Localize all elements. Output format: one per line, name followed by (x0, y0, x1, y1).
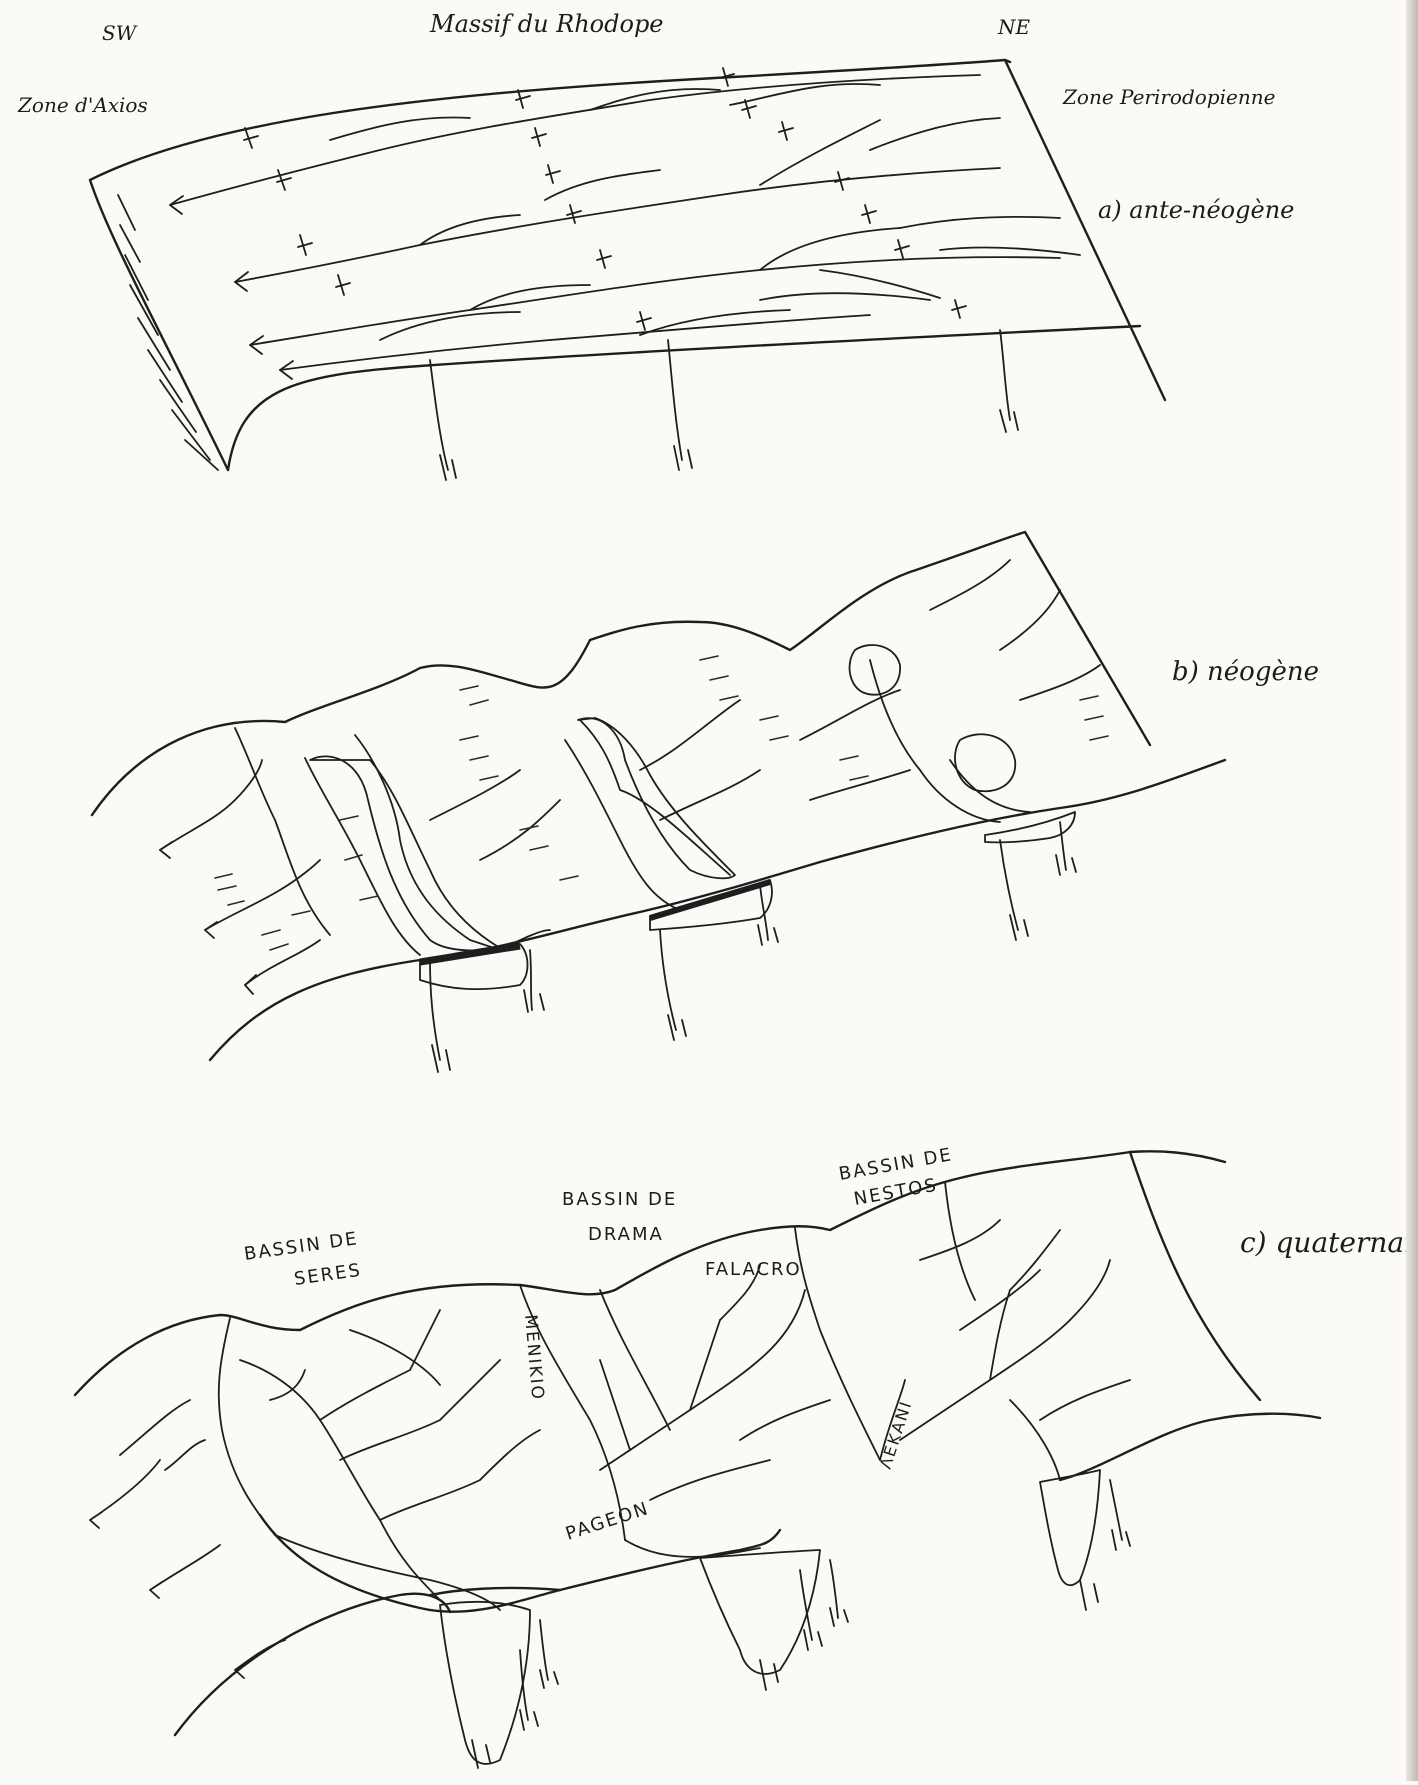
panel-a-caption: a) ante-néogène (1098, 196, 1294, 224)
panel-b-neogene-deposits (310, 645, 1075, 989)
basin-seres-label-1: BASSIN DE (243, 1228, 360, 1265)
panel-b-neogene: b) néogène (92, 532, 1319, 1072)
panel-b-faults (430, 822, 1076, 1072)
zone-perirodopienne-label: Zone Perirodopienne (1062, 85, 1275, 109)
panel-c-alluvial-fans (440, 1470, 1100, 1764)
panel-c-rivers (90, 1220, 1130, 1678)
zone-axios-label: Zone d'Axios (17, 93, 148, 117)
panel-c-base (175, 1588, 560, 1735)
panel-c-quaternary: c) quaternair BASSIN DE SERES BASSIN DE … (75, 1144, 1418, 1768)
panel-c-front-ridge (260, 1414, 1320, 1612)
panel-c-caption: c) quaternair (1240, 1226, 1418, 1259)
page-binding-edge (1406, 0, 1418, 1781)
basin-seres-label-2: SERES (293, 1260, 363, 1290)
panel-a-cliff-hatching (118, 195, 218, 470)
ne-label: NE (997, 15, 1031, 39)
panel-a-ante-neogene: SW Massif du Rhodope NE Zone d'Axios Zon… (17, 10, 1294, 480)
panel-c-skyline (75, 1151, 1225, 1395)
panel-a-rivers (170, 75, 1080, 379)
panel-b-caption: b) néogène (1172, 657, 1319, 687)
sw-label: SW (102, 21, 138, 45)
basin-nestos-label-1: BASSIN DE (837, 1144, 954, 1185)
panel-a-block-outline (90, 60, 1165, 470)
basin-drama-label-2: DRAMA (588, 1224, 664, 1245)
pageon-label: PAGEON (563, 1498, 652, 1545)
panel-b-valleys (235, 660, 1030, 955)
falacro-label: FALACRO (705, 1259, 802, 1280)
panel-c-right-edge (1130, 1152, 1260, 1400)
basin-drama-label-1: BASSIN DE (562, 1189, 677, 1210)
panel-a-title: Massif du Rhodope (429, 10, 664, 38)
panel-a-faults (430, 330, 1018, 480)
panel-b-base (210, 760, 1225, 1060)
menikio-label: MENIKIO (520, 1314, 547, 1402)
